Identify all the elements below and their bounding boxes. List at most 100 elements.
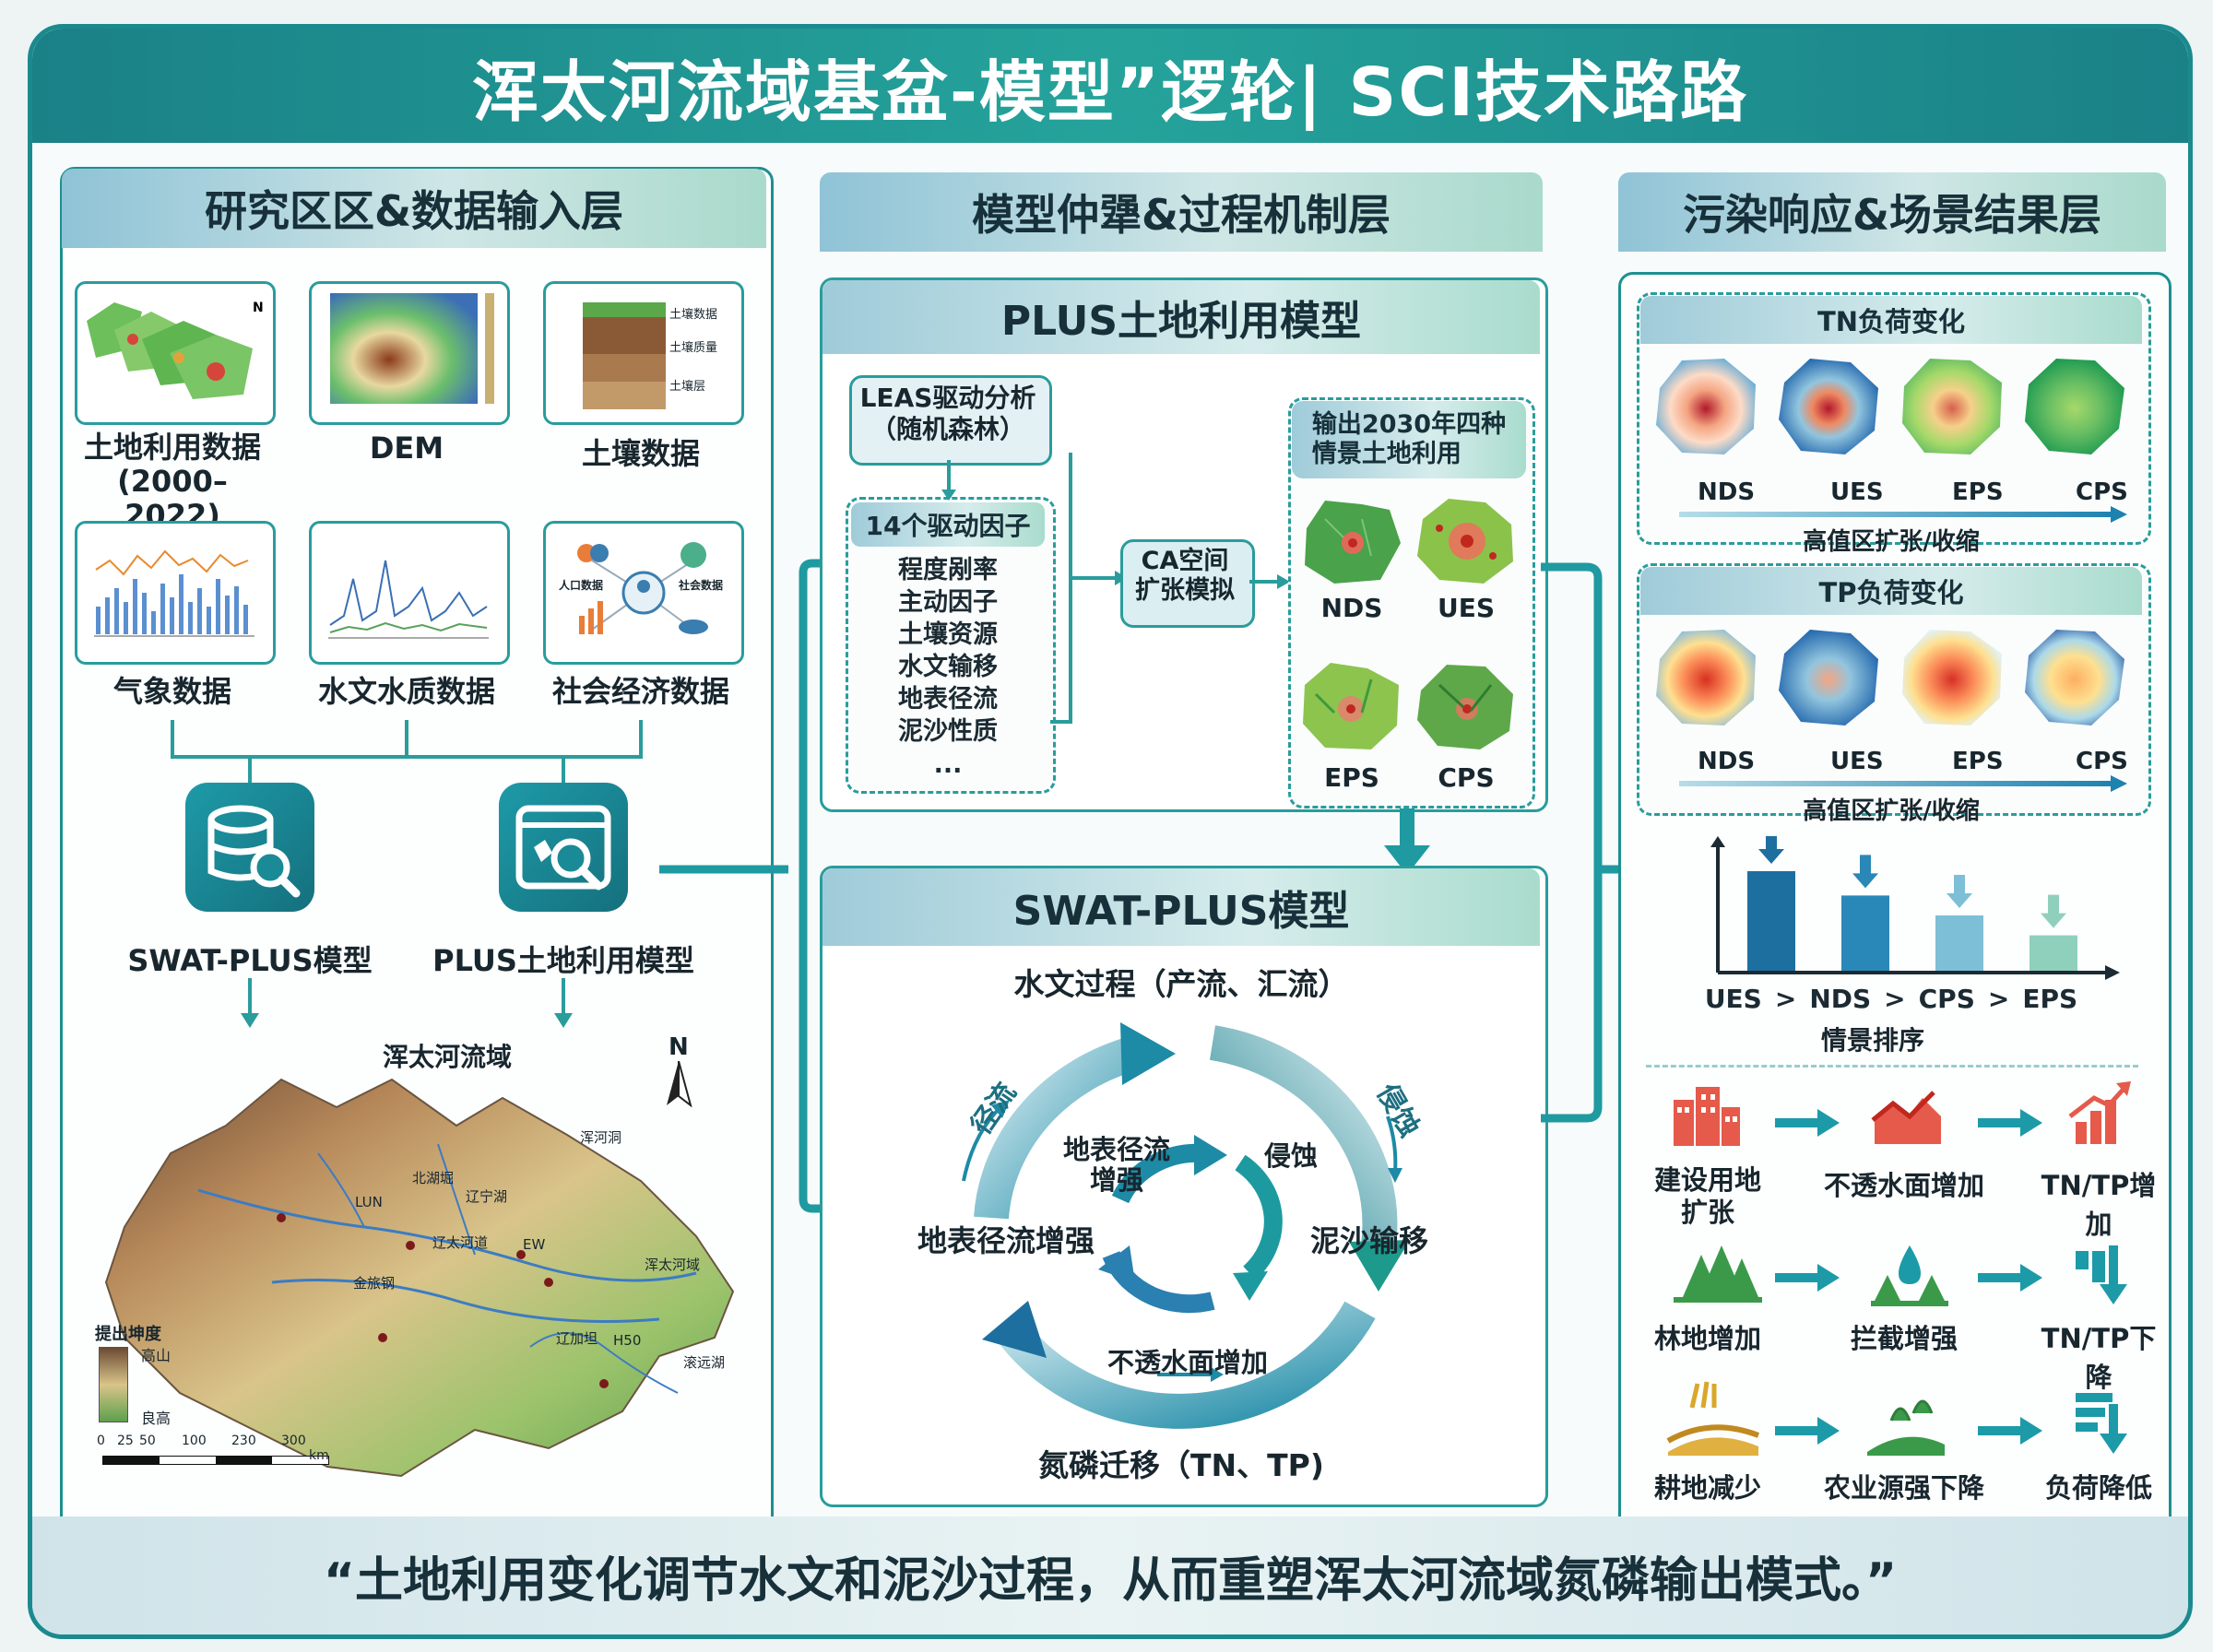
plus-model-icon[interactable] <box>499 783 628 912</box>
ca-box[interactable] <box>1120 539 1255 628</box>
output-title: 输出2030年四种 情景土地利用 <box>1292 401 1526 478</box>
soil-label: 土壤数据 <box>581 436 700 471</box>
swat-right-label: 泥沙输移 <box>1310 1223 1429 1258</box>
factor-item: 主动因子 <box>898 588 998 618</box>
layer3-heading: 污染响应&场景结果层 <box>1618 172 2166 252</box>
legend-title: 提出坤度 <box>95 1325 161 1344</box>
rank-bar-cps <box>1935 915 1983 971</box>
tn-map-row <box>1646 351 2138 471</box>
north-arrow-label: N <box>669 1033 689 1061</box>
database-search-icon <box>207 805 301 898</box>
tp-heatmap-cps <box>2025 630 2125 726</box>
place-7: EW <box>523 1236 546 1253</box>
hydro-thumb <box>309 521 510 665</box>
plus-model-label: PLUS土地利用模型 <box>432 943 694 978</box>
rank-item: EPS <box>2022 984 2078 1014</box>
down-arrow-icon <box>1947 875 1972 908</box>
scale-tick-2: 50 <box>139 1434 156 1448</box>
legend-high: 高山 <box>141 1347 172 1364</box>
main-frame: 浑太河流域基盆-模型”逻轮| SCI技术路路 研究区区&数据输入层 N <box>28 24 2193 1639</box>
swat-inner-bottom-label: 不透水面增加 <box>1107 1347 1269 1378</box>
tp-scenario-nds: NDS <box>1698 748 1756 775</box>
soil-layer-2: 土壤质量 <box>669 341 718 355</box>
place-4: LUN <box>355 1194 383 1210</box>
flow-2-b: 拦截增强 <box>1850 1323 1958 1354</box>
place-5: 辽太河道 <box>432 1234 489 1251</box>
increase-chart-icon <box>2068 1081 2131 1144</box>
tn-trend-arrow-head <box>2111 506 2127 523</box>
swat-left-label: 地表径流增强 <box>917 1223 1095 1258</box>
impervious-rise-icon <box>1871 1091 1941 1144</box>
landuse-map-icon: N <box>87 301 264 409</box>
tn-trend-arrow <box>1679 512 2112 517</box>
ca-output-arrow <box>1249 574 1290 589</box>
legend-low: 良高 <box>141 1410 172 1427</box>
basin-map <box>104 1078 735 1478</box>
factor-item: 地表径流 <box>898 685 998 714</box>
tn-scenario-eps: EPS <box>1952 478 2004 506</box>
scale-tick-1: 25 <box>117 1434 134 1448</box>
scenario-map-nds <box>1297 491 1406 589</box>
socio-thumb: 人口数据 社会数据 <box>543 521 744 665</box>
scenario-map-cps <box>1412 657 1521 755</box>
flow-2-a: 林地增加 <box>1653 1323 1761 1354</box>
output-scenario-ues: UES <box>1437 593 1496 623</box>
scenario-landuse-map-icon <box>1417 499 1513 584</box>
swat-model-icon[interactable] <box>185 783 314 912</box>
hydro-label: 水文水质数据 <box>317 674 495 709</box>
tn-heatmap-ues <box>1779 359 1879 454</box>
socio-network-icon <box>577 542 708 634</box>
tp-scenario-eps: EPS <box>1952 748 2004 775</box>
factor-item: 泥沙性质 <box>898 717 998 747</box>
flow-1-b: 不透水面增加 <box>1823 1170 1984 1201</box>
layer1-heading: 研究区区&数据输入层 <box>62 169 766 248</box>
meteo-thumb <box>75 521 276 665</box>
tn-caption: 高值区扩张/收缩 <box>1803 528 1980 556</box>
tp-trend-arrow <box>1679 781 2112 786</box>
factor-item: 水文输移 <box>898 653 998 682</box>
flow-icons <box>1666 1081 2131 1456</box>
rank-item: NDS <box>1809 984 1872 1014</box>
scenario-landuse-map-icon <box>1303 663 1399 749</box>
ranking-order: UES > NDS > CPS > EPS <box>1637 984 2146 1014</box>
rank-bar-ues <box>1747 871 1795 971</box>
basin-map-title: 浑太河流域 <box>383 1042 513 1072</box>
hydro-chart-icon <box>328 560 489 639</box>
place-11: 滚远湖 <box>683 1354 726 1371</box>
meteo-chart-icon <box>94 549 254 637</box>
tp-caption: 高值区扩张/收缩 <box>1803 797 1980 825</box>
down-arrow-icon <box>1758 836 1784 864</box>
tn-title: TN负荷变化 <box>1640 296 2142 344</box>
flow-1-a: 建设用地 扩张 <box>1653 1164 1761 1228</box>
social-tag-population: 人口数据 <box>559 579 604 592</box>
swat-inner-right-label: 侵蚀 <box>1264 1140 1319 1172</box>
flow-3-b: 农业源强下降 <box>1823 1472 1984 1504</box>
tn-scenario-ues: UES <box>1830 478 1884 506</box>
rank-sep: > <box>1774 984 1797 1014</box>
swat-model-label: SWAT-PLUS模型 <box>127 943 373 978</box>
swat-model-title: SWAT-PLUS模型 <box>822 868 1540 946</box>
leas-box[interactable] <box>849 375 1052 466</box>
scale-tick-0: 0 <box>97 1434 105 1448</box>
tp-scenario-ues: UES <box>1830 748 1884 775</box>
ranking-bar-chart <box>1710 836 2120 980</box>
meteo-label: 气象数据 <box>112 674 231 709</box>
swat-cycle-diagram <box>962 1022 1410 1429</box>
flow-3-a: 耕地减少 <box>1653 1472 1761 1504</box>
north-arrow-icon <box>667 1061 692 1107</box>
footer-conclusion: “土地利用变化调节水文和泥沙过程，从而重塑浑太河流域氮磷输出模式。” <box>32 1516 2188 1634</box>
swat-bottom-label: 氮磷迁移（TN、TP) <box>1038 1447 1324 1483</box>
dem-grid-icon <box>330 293 494 404</box>
flow-2-c: TN/TP下降 <box>2041 1323 2157 1393</box>
tp-map-row <box>1646 622 2138 742</box>
rank-sep: > <box>1884 984 1906 1014</box>
rank-bar-nds <box>1841 895 1889 971</box>
tp-scenario-cps: CPS <box>2076 748 2128 775</box>
scale-tick-4: 230 <box>231 1434 256 1448</box>
down-arrow-icon <box>2041 894 2066 928</box>
place-6: 浑太河域 <box>645 1257 701 1273</box>
tp-heatmap-nds <box>1655 630 1756 726</box>
rank-item: UES <box>1704 984 1762 1014</box>
forest-icon <box>1674 1245 1762 1303</box>
scale-unit: km <box>309 1448 329 1463</box>
